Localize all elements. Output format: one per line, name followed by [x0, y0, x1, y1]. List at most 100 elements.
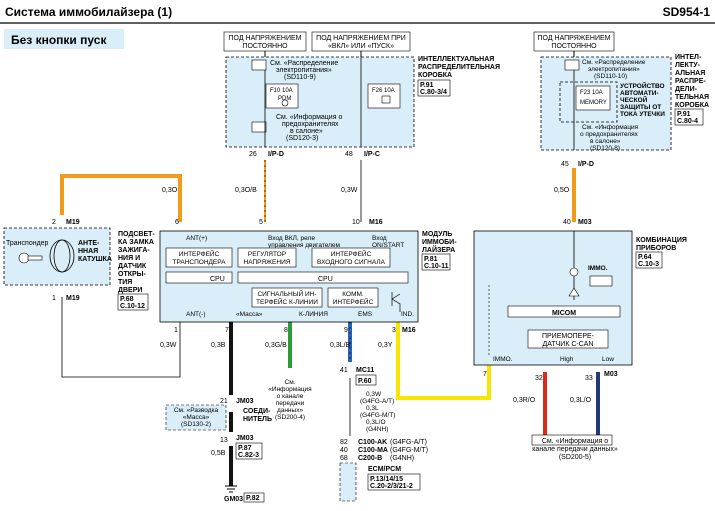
svg-text:СИГНАЛЬНЫЙ ИН-: СИГНАЛЬНЫЙ ИН- — [257, 289, 316, 298]
svg-text:АВТОМАТИ-: АВТОМАТИ- — [620, 90, 659, 97]
header: Система иммобилайзера (1) SD954-1 Без кн… — [0, 5, 715, 49]
svg-text:45: 45 — [561, 161, 569, 168]
svg-text:ДАТЧИК С-CAN: ДАТЧИК С-CAN — [542, 341, 593, 348]
kline-interface-block — [251, 287, 323, 308]
svg-text:Вход ВКЛ, реле: Вход ВКЛ, реле — [268, 235, 315, 242]
svg-text:ECM/PCM: ECM/PCM — [368, 466, 401, 473]
svg-text:АЛЬНАЯ: АЛЬНАЯ — [675, 70, 705, 77]
svg-text:I/P-C: I/P-C — [364, 151, 380, 158]
svg-text:P.68: P.68 — [120, 296, 134, 303]
svg-text:ОТКРЫ-: ОТКРЫ- — [118, 271, 147, 278]
svg-text:Транспондер: Транспондер — [6, 240, 49, 247]
svg-text:К-ЛИНИЯ: К-ЛИНИЯ — [299, 311, 328, 318]
fuse-icon — [381, 95, 391, 104]
svg-text:P.82: P.82 — [246, 495, 260, 502]
svg-text:MC11: MC11 — [356, 367, 374, 374]
svg-text:в салоне»: в салоне» — [290, 128, 323, 135]
svg-text:данных»: данных» — [277, 407, 304, 414]
ecm-pcm: 41 MC11 P.60 0,3W (G4FG-A/T) 0,3L (G4FG-… — [339, 367, 428, 502]
svg-text:40: 40 — [340, 447, 348, 454]
svg-text:ПОСТОЯННО: ПОСТОЯННО — [242, 43, 288, 50]
svg-text:в салоне»: в салоне» — [590, 138, 621, 145]
svg-text:0,3G/B: 0,3G/B — [265, 342, 287, 349]
svg-text:ДАТЧИК: ДАТЧИК — [118, 263, 147, 270]
svg-text:(SD200-4): (SD200-4) — [275, 414, 305, 421]
svg-text:УСТРОЙСТВО: УСТРОЙСТВО — [620, 81, 665, 90]
svg-text:«ВКЛ» ИЛИ «ПУСК»: «ВКЛ» ИЛИ «ПУСК» — [328, 43, 394, 50]
svg-text:C.10-11: C.10-11 — [424, 263, 449, 270]
svg-text:ИНТЕРФЕЙС: ИНТЕРФЕЙС — [331, 249, 372, 258]
svg-text:9: 9 — [344, 327, 348, 334]
page-code: SD954-1 — [663, 5, 711, 19]
svg-text:P.60: P.60 — [358, 378, 372, 385]
svg-text:(SD120-3): (SD120-3) — [286, 135, 318, 142]
svg-text:P.81: P.81 — [424, 256, 438, 263]
svg-text:ИНТЕЛ-: ИНТЕЛ- — [675, 54, 702, 61]
svg-text:P.91: P.91 — [677, 111, 691, 118]
svg-text:0,5B: 0,5B — [211, 450, 226, 457]
svg-text:НИЯ И: НИЯ И — [118, 255, 140, 262]
svg-text:(G4FG-M/T): (G4FG-M/T) — [360, 412, 395, 419]
svg-text:ИНТЕРФЕЙС: ИНТЕРФЕЙС — [333, 297, 374, 306]
orange-wire — [60, 174, 182, 222]
power-labels: ПОД НАПРЯЖЕНИЕМ ПОСТОЯННО ПОД НАПРЯЖЕНИЕ… — [223, 31, 615, 57]
svg-text:32: 32 — [535, 375, 543, 382]
svg-text:IMMO.: IMMO. — [493, 356, 513, 363]
svg-text:F23 10A: F23 10A — [580, 90, 603, 96]
svg-text:M16: M16 — [402, 327, 416, 334]
svg-text:управления двигателем: управления двигателем — [268, 242, 341, 249]
svg-text:См. «Распределение: См. «Распределение — [582, 59, 646, 66]
kline-note: См. «Информация о канале передачи данных… — [268, 379, 312, 421]
svg-text:0,3L/O: 0,3L/O — [570, 397, 592, 404]
svg-text:ТРАНСПОНДЕРА: ТРАНСПОНДЕРА — [173, 259, 227, 266]
page-subtitle: Без кнопки пуск — [11, 33, 107, 47]
fuse-f23 — [575, 85, 611, 111]
svg-text:P.87: P.87 — [238, 445, 252, 452]
svg-text:0,3W: 0,3W — [341, 187, 358, 194]
svg-text:F10 10A: F10 10A — [270, 88, 293, 94]
ground-icon — [225, 485, 237, 493]
svg-text:0,5O: 0,5O — [554, 187, 570, 194]
svg-text:0,3L/B: 0,3L/B — [330, 342, 351, 349]
svg-text:1: 1 — [174, 327, 178, 334]
svg-text:M03: M03 — [578, 219, 592, 226]
svg-text:ДВЕРИ: ДВЕРИ — [118, 287, 142, 294]
svg-text:I/P-D: I/P-D — [578, 161, 594, 168]
svg-text:5: 5 — [259, 219, 263, 226]
svg-text:ПОД НАПРЯЖЕНИЕМ: ПОД НАПРЯЖЕНИЕМ — [538, 35, 611, 42]
svg-text:MICOM: MICOM — [552, 310, 576, 317]
svg-text:электропитания»: электропитания» — [588, 66, 640, 73]
svg-text:ТИЯ: ТИЯ — [118, 279, 132, 286]
svg-text:КАТУШКА: КАТУШКА — [78, 256, 112, 263]
svg-text:13: 13 — [220, 437, 228, 444]
svg-text:(G4NH): (G4NH) — [390, 455, 414, 462]
svg-text:«Информация: «Информация — [268, 386, 312, 393]
svg-text:(SD130-2): (SD130-2) — [181, 421, 211, 428]
svg-text:C.20-2/3/21-2: C.20-2/3/21-2 — [370, 483, 413, 490]
comm-interface-block — [327, 287, 379, 308]
svg-text:2: 2 — [52, 219, 56, 226]
svg-text:См. «Информация о: См. «Информация о — [276, 114, 342, 121]
svg-text:«Масса»: «Масса» — [236, 311, 263, 318]
svg-text:0,3W: 0,3W — [160, 342, 177, 349]
svg-text:0,3O/B: 0,3O/B — [235, 187, 257, 194]
svg-text:ННАЯ: ННАЯ — [78, 248, 98, 255]
wire-labels: 0,3O 0,3O/B 0,3W 0,5O 0,3W 0,3B 0,3G/B 0… — [160, 187, 592, 457]
svg-text:ВХОДНОГО СИГНАЛА: ВХОДНОГО СИГНАЛА — [317, 259, 386, 266]
svg-text:ПРИЕМОПЕРЕ-: ПРИЕМОПЕРЕ- — [542, 333, 595, 340]
instrument-cluster: 40 M03 IMMO. MICOM ПРИЕМОПЕРЕ- ДАТЧИК С-… — [473, 219, 687, 461]
svg-text:26: 26 — [249, 151, 257, 158]
svg-text:КОММ.: КОММ. — [342, 291, 364, 298]
svg-text:7: 7 — [483, 371, 487, 378]
svg-text:33: 33 — [585, 375, 593, 382]
svg-text:P.91: P.91 — [420, 82, 434, 89]
svg-text:Вход: Вход — [372, 235, 387, 242]
svg-text:передачи: передачи — [276, 400, 305, 407]
svg-text:канале передачи данных»: канале передачи данных» — [532, 446, 618, 453]
svg-text:о канале: о канале — [277, 393, 304, 400]
svg-text:GM03: GM03 — [224, 496, 243, 503]
page-title: Система иммобилайзера (1) — [5, 5, 172, 19]
svg-text:68: 68 — [340, 455, 348, 462]
wires — [60, 160, 600, 486]
